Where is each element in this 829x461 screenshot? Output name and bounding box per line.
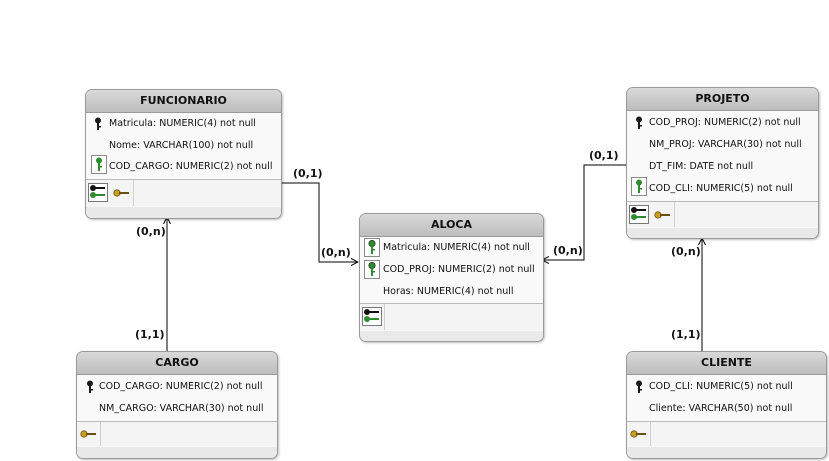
fk-index-icon <box>629 205 649 224</box>
pk-index-icon <box>113 189 129 197</box>
cardinality-label: (1,1) <box>671 328 701 341</box>
pk-index-icon <box>630 430 646 438</box>
divider <box>650 422 651 446</box>
cardinality-label: (0,1) <box>293 167 323 180</box>
entity-cliente[interactable]: CLIENTE COD_CLI: NUMERIC(5) not null Cli… <box>626 351 827 459</box>
entity-title-cargo: CARGO <box>77 352 277 375</box>
primary-key-icon <box>636 380 642 393</box>
divider <box>674 202 675 227</box>
cardinality-label: (1,1) <box>135 328 165 341</box>
attribute-row[interactable]: COD_CARGO: NUMERIC(2) not null <box>77 377 277 397</box>
attribute-text: COD_CARGO: NUMERIC(2) not null <box>109 161 273 172</box>
entity-bottom <box>77 447 277 458</box>
entity-bottom <box>627 228 818 238</box>
primary-foreign-key-icon <box>364 238 380 257</box>
line-projeto-aloca <box>542 164 626 260</box>
pk-index-icon <box>80 430 96 438</box>
attribute-text: COD_CARGO: NUMERIC(2) not null <box>99 381 263 392</box>
cardinality-label: (0,n) <box>553 244 583 257</box>
divider <box>627 201 818 202</box>
primary-key-icon <box>636 116 642 129</box>
attribute-row[interactable]: NM_PROJ: VARCHAR(30) not null <box>627 135 818 155</box>
cardinality-label: (0,n) <box>671 245 701 258</box>
cardinality-label: (0,n) <box>321 246 351 259</box>
attribute-row[interactable]: COD_CLI: NUMERIC(5) not null <box>627 177 818 199</box>
line-funcionario-aloca <box>281 182 358 262</box>
attribute-text: Matricula: NUMERIC(4) not null <box>383 242 530 253</box>
divider <box>627 421 826 422</box>
attribute-text: Horas: NUMERIC(4) not null <box>383 286 514 297</box>
entity-title-projeto: PROJETO <box>627 88 818 111</box>
attribute-text: COD_PROJ: NUMERIC(2) not null <box>383 264 535 275</box>
entity-title-cliente: CLIENTE <box>627 352 826 375</box>
attribute-text: DT_FIM: DATE not null <box>649 161 754 172</box>
entity-aloca[interactable]: ALOCA Matricula: NUMERIC(4) not null COD… <box>359 213 544 342</box>
primary-key-icon <box>87 380 93 393</box>
entity-funcionario[interactable]: FUNCIONARIO Matricula: NUMERIC(4) not nu… <box>85 89 282 219</box>
entity-bottom <box>627 447 826 458</box>
divider <box>384 304 385 330</box>
attribute-row[interactable]: COD_CLI: NUMERIC(5) not null <box>627 377 826 397</box>
attribute-text: NM_PROJ: VARCHAR(30) not null <box>649 139 802 150</box>
attribute-row[interactable]: COD_PROJ: NUMERIC(2) not null <box>627 113 818 133</box>
entity-bottom <box>360 331 543 341</box>
attribute-text: Nome: VARCHAR(100) not null <box>109 140 254 151</box>
attribute-row[interactable]: DT_FIM: DATE not null <box>627 157 818 177</box>
attribute-row[interactable]: COD_PROJ: NUMERIC(2) not null <box>360 260 543 280</box>
fk-index-icon <box>88 183 108 202</box>
index-section <box>77 422 277 446</box>
attribute-text: COD_PROJ: NUMERIC(2) not null <box>649 117 801 128</box>
entity-projeto[interactable]: PROJETO COD_PROJ: NUMERIC(2) not null NM… <box>626 87 819 239</box>
divider <box>133 180 134 206</box>
index-section <box>360 304 543 330</box>
index-section <box>627 422 826 446</box>
attribute-row[interactable]: Cliente: VARCHAR(50) not null <box>627 399 826 419</box>
attribute-text: COD_CLI: NUMERIC(5) not null <box>649 381 793 392</box>
entity-title-aloca: ALOCA <box>360 214 543 237</box>
attribute-row[interactable]: Matricula: NUMERIC(4) not null <box>86 114 281 134</box>
cardinality-label: (0,1) <box>589 149 619 162</box>
divider <box>86 179 281 180</box>
attribute-text: Matricula: NUMERIC(4) not null <box>109 118 256 129</box>
attribute-text: NM_CARGO: VARCHAR(30) not null <box>99 403 264 414</box>
attribute-row[interactable]: NM_CARGO: VARCHAR(30) not null <box>77 399 277 419</box>
cardinality-label: (0,n) <box>136 225 166 238</box>
entity-title-funcionario: FUNCIONARIO <box>86 90 281 113</box>
foreign-key-icon <box>631 177 647 196</box>
fk-index-icon <box>362 307 382 326</box>
primary-key-icon <box>95 117 101 130</box>
divider <box>77 421 277 422</box>
entity-cargo[interactable]: CARGO COD_CARGO: NUMERIC(2) not null NM_… <box>76 351 278 459</box>
divider <box>360 303 543 304</box>
divider <box>100 422 101 446</box>
attribute-text: Cliente: VARCHAR(50) not null <box>649 403 793 414</box>
index-section <box>627 202 818 227</box>
primary-foreign-key-icon <box>364 260 380 279</box>
foreign-key-icon <box>91 155 107 174</box>
index-section <box>86 180 281 206</box>
attribute-row[interactable]: Horas: NUMERIC(4) not null <box>360 282 543 302</box>
entity-bottom <box>86 207 281 218</box>
attribute-row[interactable]: COD_CARGO: NUMERIC(2) not null <box>86 155 281 177</box>
attribute-row[interactable]: Matricula: NUMERIC(4) not null <box>360 238 543 258</box>
attribute-text: COD_CLI: NUMERIC(5) not null <box>649 183 793 194</box>
attribute-row[interactable]: Nome: VARCHAR(100) not null <box>86 136 281 156</box>
pk-index-icon <box>654 211 670 219</box>
